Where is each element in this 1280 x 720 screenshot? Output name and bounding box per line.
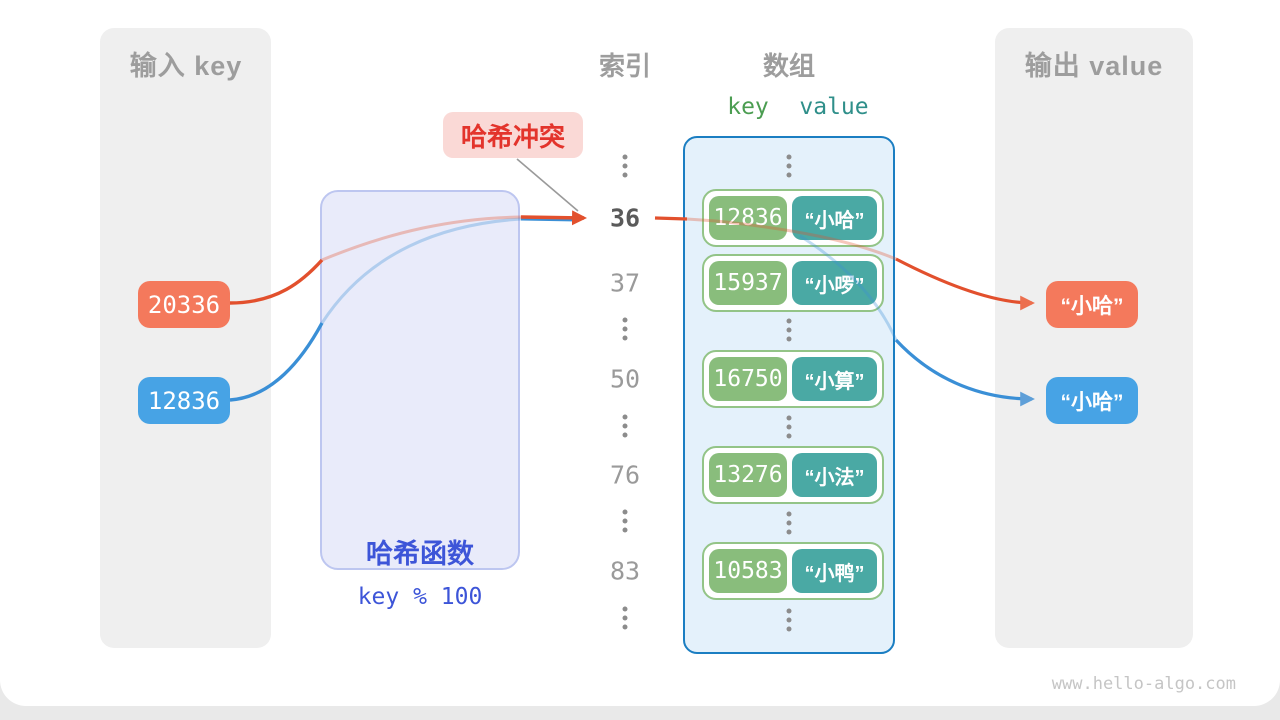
vertical-ellipsis-icon — [622, 606, 628, 630]
entry-key: 15937 — [709, 261, 787, 305]
array-entry: 15937 “小啰” — [702, 254, 884, 312]
array-entry: 10583 “小鸭” — [702, 542, 884, 600]
entry-key: 13276 — [709, 453, 787, 497]
output-value-blue: “小哈” — [1046, 377, 1138, 424]
output-panel-title: 输出 value — [1024, 51, 1164, 81]
vertical-ellipsis-icon — [622, 509, 628, 533]
entry-value: “小算” — [792, 357, 877, 401]
vertical-ellipsis-icon — [786, 608, 792, 632]
array-entry: 13276 “小法” — [702, 446, 884, 504]
output-panel — [995, 28, 1193, 648]
array-column-title: 数组 — [762, 51, 816, 81]
vertical-ellipsis-icon — [622, 154, 628, 178]
vertical-ellipsis-icon — [786, 318, 792, 342]
output-value-orange: “小哈” — [1046, 281, 1138, 328]
website-watermark: www.hello-algo.com — [1051, 674, 1236, 694]
hash-function-box: 哈希函数 key % 100 — [320, 190, 520, 610]
entry-value: “小啰” — [792, 261, 877, 305]
entry-key: 16750 — [709, 357, 787, 401]
entry-key: 12836 — [709, 196, 787, 240]
input-panel — [100, 28, 271, 648]
hash-collision-badge: 哈希冲突 — [443, 112, 584, 158]
input-panel-title: 输入 key — [129, 51, 243, 81]
index-row-36: 36 — [609, 203, 641, 233]
vertical-ellipsis-icon — [622, 414, 628, 438]
hash-function-formula: key % 100 — [357, 584, 483, 610]
array-value-header: value — [799, 94, 869, 120]
array-entry: 16750 “小算” — [702, 350, 884, 408]
vertical-ellipsis-icon — [622, 317, 628, 341]
index-column-title: 索引 — [598, 51, 652, 81]
array-entry: 12836 “小哈” — [702, 189, 884, 247]
vertical-ellipsis-icon — [786, 511, 792, 535]
entry-key: 10583 — [709, 549, 787, 593]
index-row-83: 83 — [609, 556, 641, 586]
input-key-20336: 20336 — [138, 281, 230, 328]
index-row-50: 50 — [609, 364, 641, 394]
array-key-header: key — [727, 94, 769, 120]
index-row-37: 37 — [609, 268, 641, 298]
entry-value: “小哈” — [792, 196, 877, 240]
index-row-76: 76 — [609, 460, 641, 490]
vertical-ellipsis-icon — [786, 415, 792, 439]
input-key-12836: 12836 — [138, 377, 230, 424]
hash-function-title: 哈希函数 — [366, 539, 474, 569]
entry-value: “小鸭” — [792, 549, 877, 593]
entry-value: “小法” — [792, 453, 877, 497]
vertical-ellipsis-icon — [786, 154, 792, 178]
